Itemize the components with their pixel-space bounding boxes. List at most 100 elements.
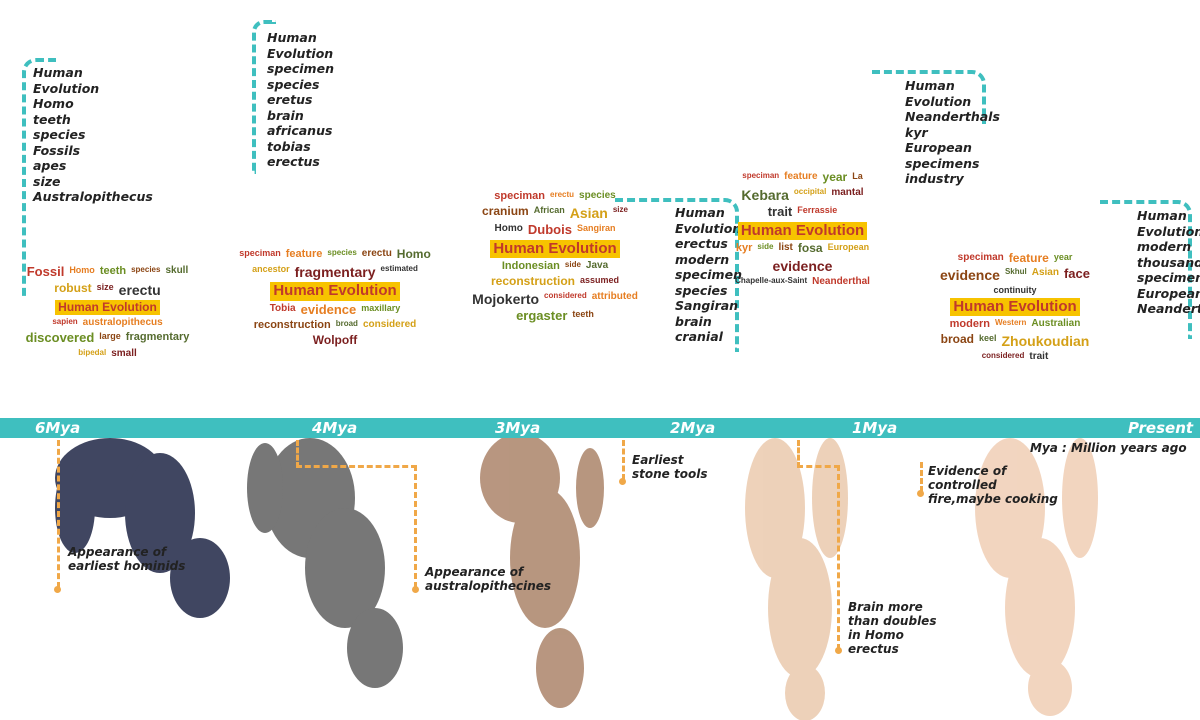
- event-dot-5: [917, 490, 924, 497]
- list-word: Sangiran: [675, 298, 739, 313]
- mya-legend: Mya : Million years ago: [1030, 441, 1187, 455]
- list-word: specimen: [1137, 270, 1200, 285]
- cloud-word: year: [822, 170, 848, 185]
- cloud-word: Kebara: [741, 186, 789, 203]
- timeline-label-3mya: 3Mya: [495, 419, 541, 437]
- list-word: Human: [33, 65, 83, 80]
- cloud-word: fragmentary: [294, 263, 376, 280]
- event-dot-3: [619, 478, 626, 485]
- list-word: species: [33, 127, 86, 142]
- cloud-word: speciman: [742, 171, 780, 181]
- hominid-figure-1: [55, 438, 230, 618]
- event-controlled-fire: Evidence of controlled fire,maybe cookin…: [928, 464, 1058, 506]
- list-word: tobias: [267, 138, 311, 154]
- hominid-figure-2: [247, 438, 403, 688]
- list-word: species: [675, 282, 728, 298]
- cloud-word: teeth: [99, 264, 127, 277]
- cloud-word: species: [579, 190, 616, 202]
- cloud-word: reconstruction: [490, 273, 575, 288]
- list-word: Evolution: [905, 93, 972, 109]
- cloud-word: size: [96, 281, 114, 292]
- cloud-word: Fossil: [26, 263, 65, 279]
- cloud-word: Homo: [69, 264, 95, 275]
- list-word: brain: [267, 107, 304, 123]
- cloud-word: small: [111, 347, 137, 359]
- cloud-center-box: Human Evolution: [470, 239, 640, 259]
- event-connector-3: [622, 440, 625, 480]
- cloud-word: speciman: [239, 248, 281, 259]
- cloud-word: mantal: [831, 186, 864, 198]
- timeline-label-2mya: 2Mya: [670, 419, 716, 437]
- cloud-word: speciman: [494, 190, 546, 203]
- cloud-word: australopithecus: [82, 317, 163, 329]
- cloud-word: continuity: [993, 285, 1037, 296]
- cloud-word: Mojokerto: [472, 290, 540, 307]
- cloud-word: fosa: [797, 241, 823, 256]
- event-stone-tools: Earliest stone tools: [632, 453, 708, 481]
- cloud-word: Western: [995, 318, 1027, 328]
- cloud-word: trait: [1029, 350, 1049, 362]
- list-word: specimen: [267, 61, 334, 76]
- event-connector-4b: [837, 465, 840, 650]
- event-connector-1: [57, 440, 60, 588]
- list-word: eretus: [267, 92, 313, 107]
- list-word: erectus: [675, 236, 728, 251]
- list-word: size: [33, 173, 61, 189]
- cloud-word: occipital: [793, 186, 827, 196]
- cloud-word: maxillary: [361, 302, 401, 313]
- list-bracket-5: [1100, 200, 1192, 339]
- cloud-word: Homo: [396, 247, 431, 262]
- list-word: Australopithecus: [33, 189, 153, 204]
- cloud-word: Sangiran: [576, 222, 616, 233]
- cloud-word: side: [757, 242, 774, 252]
- list-word: industry: [905, 171, 964, 186]
- cloud-word: species: [131, 264, 161, 274]
- list-word: brain: [675, 313, 712, 329]
- cloud-word: evidence: [772, 258, 833, 275]
- cloud-word: modern: [949, 318, 990, 331]
- cloud-word: feature: [784, 171, 818, 183]
- cloud-word: species: [327, 248, 357, 258]
- event-connector-2b: [414, 465, 417, 588]
- list-bracket-3: [615, 198, 739, 352]
- timeline-label-1mya: 1Mya: [852, 419, 898, 437]
- cloud-word: evidence: [940, 267, 1000, 284]
- list-word: thousand: [1137, 254, 1200, 270]
- cloud-center-box: Human Evolution: [20, 299, 195, 316]
- list-word: Human: [675, 205, 725, 220]
- cloud-word: Homo: [494, 222, 523, 234]
- hominid-figure-3: [480, 438, 604, 708]
- list-word: cranial: [675, 329, 723, 344]
- event-dot-1: [54, 586, 61, 593]
- timeline-label-present: Present: [1128, 419, 1194, 437]
- cloud-word: feature: [285, 248, 323, 261]
- cloud-word: considered: [362, 319, 417, 331]
- list-word: Human: [267, 30, 317, 45]
- cloud-word: broad: [335, 319, 358, 329]
- cloud-word: erectu: [550, 190, 575, 200]
- cloud-word: feature: [1008, 250, 1049, 265]
- list-word: specimen: [675, 267, 742, 282]
- cloud-word: cranium: [482, 203, 529, 218]
- list-word: Homo: [33, 96, 74, 111]
- cloud-word: evidence: [300, 301, 357, 317]
- list-word: modern: [675, 251, 730, 267]
- cloud-word: Asian: [569, 204, 608, 221]
- cloud-word: sapien: [52, 317, 78, 327]
- list-word: specimens: [905, 155, 980, 171]
- cloud-word: size: [612, 204, 628, 214]
- cloud-center-label: Human Evolution: [270, 282, 400, 301]
- list-word: erectus: [267, 154, 320, 169]
- cloud-word: robust: [54, 280, 92, 295]
- list-word: Evolution: [1137, 223, 1200, 239]
- cloud-center-label: Human Evolution: [490, 239, 620, 259]
- event-earliest-hominids: Appearance of earliest hominids: [68, 545, 186, 573]
- timeline-bar: [0, 418, 1200, 438]
